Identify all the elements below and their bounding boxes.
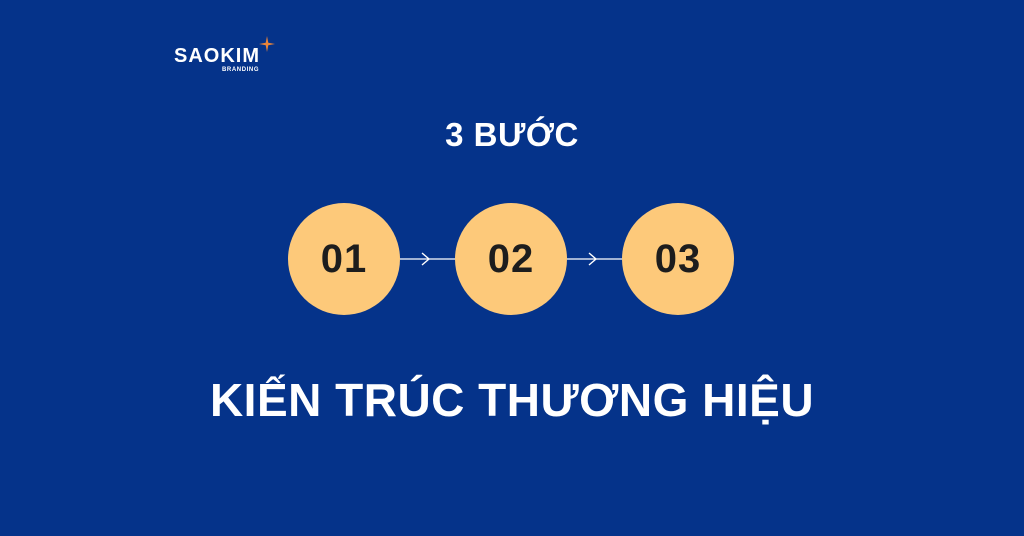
step-number: 02 <box>487 237 535 281</box>
step-circle-1: 01 <box>288 203 400 315</box>
saokim-logo: SAOKIM BRANDING <box>174 36 284 76</box>
step-circle-3: 03 <box>622 203 734 315</box>
arrow-right-icon <box>400 252 455 266</box>
logo-subtitle: BRANDING <box>222 67 260 73</box>
steps-heading: 3 BƯỚC <box>445 116 579 153</box>
page-title: KIẾN TRÚC THƯƠNG HIỆU <box>209 374 815 426</box>
star-sparkle-icon <box>259 36 275 52</box>
step-number: 03 <box>654 237 702 281</box>
logo-wordmark: SAOKIM <box>174 45 260 67</box>
steps-row: 01 02 03 <box>0 203 1024 315</box>
step-circle-2: 02 <box>455 203 567 315</box>
arrow-right-icon <box>567 252 622 266</box>
step-number: 01 <box>320 237 368 281</box>
